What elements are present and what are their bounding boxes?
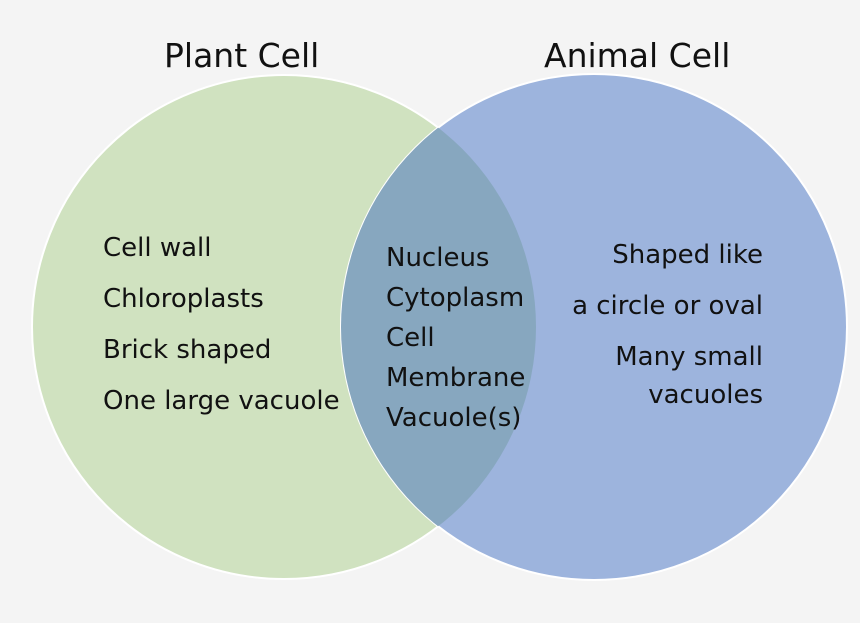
shared-list: Nucleus Cytoplasm Cell Membrane Vacuole(…: [386, 238, 525, 438]
animal-cell-list: Shaped like a circle or oval Many small …: [572, 236, 763, 414]
shared-item: Cell: [386, 323, 435, 353]
plant-item: One large vacuole: [103, 386, 340, 416]
animal-item: vacuoles: [648, 380, 763, 410]
plant-item: Chloroplasts: [103, 284, 264, 314]
plant-cell-list: Cell wall Chloroplasts Brick shaped One …: [103, 228, 340, 432]
shared-item: Cytoplasm: [386, 283, 525, 313]
animal-cell-title: Animal Cell: [544, 36, 731, 75]
animal-item: Many small: [615, 342, 763, 372]
plant-item: Cell wall: [103, 233, 212, 263]
plant-item: Brick shaped: [103, 335, 272, 365]
animal-item: Shaped like: [612, 240, 763, 270]
overlap-region: [341, 75, 536, 579]
shared-item: Membrane: [386, 363, 526, 393]
plant-cell-title: Plant Cell: [164, 36, 320, 75]
animal-item: a circle or oval: [572, 291, 763, 321]
shared-item: Nucleus: [386, 243, 490, 273]
shared-item: Vacuole(s): [386, 403, 522, 433]
